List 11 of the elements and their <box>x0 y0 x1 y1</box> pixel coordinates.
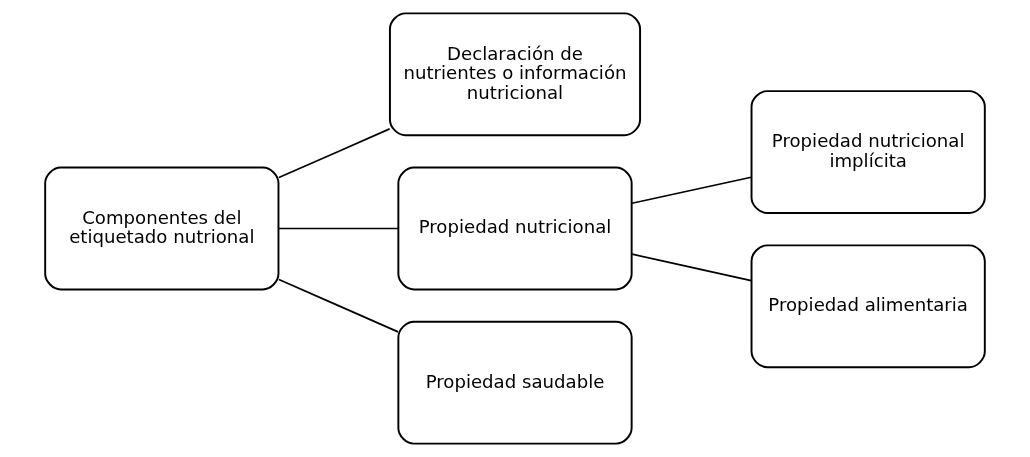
node-box: Propiedad nutricional <box>397 166 633 291</box>
connector <box>278 128 391 179</box>
connector <box>278 227 399 230</box>
node-box: Propiedad nutricional implícita <box>750 90 986 214</box>
connector <box>631 253 753 282</box>
connector <box>278 278 399 333</box>
node-box: Propiedad saudable <box>397 320 633 445</box>
connector <box>631 176 753 205</box>
node-box: Componentes del etiquetado nutrional <box>44 166 280 291</box>
node-box: Declaración de nutrientes o información nutricional <box>388 12 642 137</box>
node-box: Propiedad alimentaria <box>750 244 986 369</box>
